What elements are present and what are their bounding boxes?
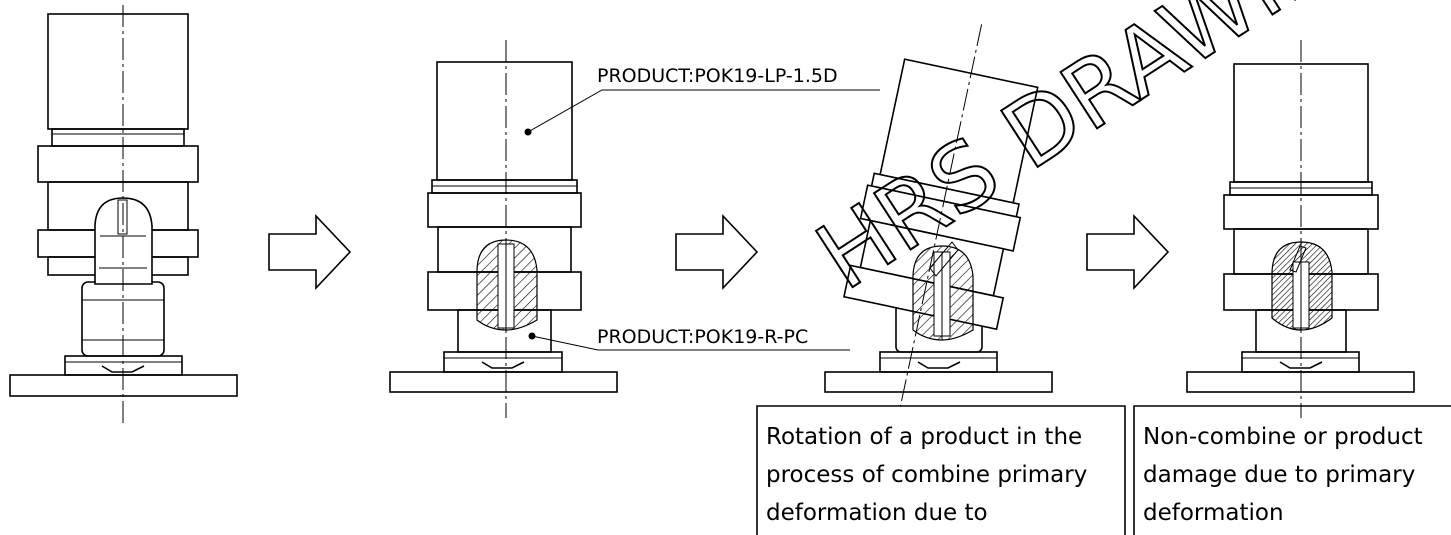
arrow-icon	[1086, 213, 1170, 291]
stage-4-damage	[1186, 40, 1415, 418]
arrow-icon	[268, 213, 352, 291]
damage-note: Non-combine or product damage due to pri…	[1133, 405, 1451, 535]
stage-2-mated	[389, 40, 880, 418]
stage-1-unmated	[9, 5, 238, 425]
arrow-icon	[675, 213, 759, 291]
damage-note-line-2: damage due to primary	[1143, 462, 1415, 488]
damage-note-line-3: deformation	[1143, 500, 1284, 526]
rotation-note: Rotation of a product in the process of …	[756, 405, 1126, 535]
rotation-note-line-1: Rotation of a product in the	[766, 424, 1082, 450]
plug-product-label: PRODUCT:POK19-LP-1.5D	[597, 65, 838, 87]
rotation-note-line-3: deformation due to	[766, 500, 988, 526]
rotation-note-line-2: process of combine primary	[766, 462, 1087, 488]
damage-note-line-1: Non-combine or product	[1143, 424, 1423, 450]
receptacle-product-label: PRODUCT:POK19-R-PC	[597, 326, 808, 348]
stage-3-rotation	[824, 24, 1053, 406]
